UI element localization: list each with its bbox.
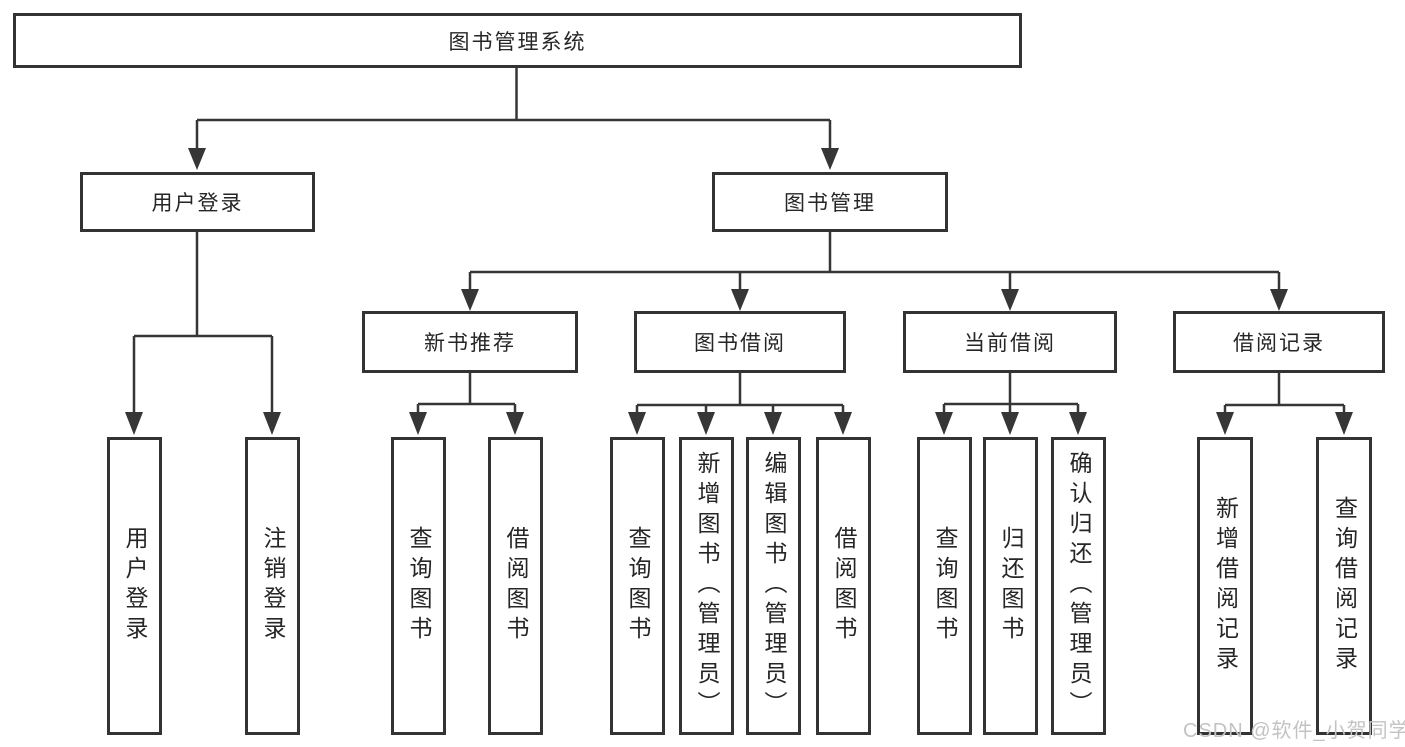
leaf-confirm-return-admin-label: 确认归还（管理员） xyxy=(1066,451,1092,721)
connector-book-borrow xyxy=(628,373,852,435)
leaf-query-borrow-record-label: 查询借阅记录 xyxy=(1331,496,1358,676)
leaf-user-login: 用户登录 xyxy=(107,437,162,735)
leaf-add-book-admin: 新增图书（管理员） xyxy=(679,437,734,735)
connector-book-management xyxy=(461,232,1288,311)
leaf-add-borrow-record: 新增借阅记录 xyxy=(1197,437,1253,735)
node-user-login: 用户登录 xyxy=(80,172,315,232)
leaf-query-books-current: 查询图书 xyxy=(917,437,972,735)
leaf-return-book-label: 归还图书 xyxy=(998,526,1024,646)
leaf-logout-login: 注销登录 xyxy=(245,437,300,735)
leaf-borrow-books-recommend: 借阅图书 xyxy=(488,437,543,735)
leaf-query-borrow-record: 查询借阅记录 xyxy=(1316,437,1372,735)
connector-current-borrow xyxy=(935,373,1087,435)
leaf-query-books-borrow-label: 查询图书 xyxy=(625,526,651,646)
node-new-book-recommend: 新书推荐 xyxy=(362,311,578,373)
node-borrow-records: 借阅记录 xyxy=(1173,311,1385,373)
leaf-borrow-books: 借阅图书 xyxy=(816,437,871,735)
csdn-watermark: CSDN @软件_小贺同学 xyxy=(1183,720,1405,742)
leaf-query-books-recommend-label: 查询图书 xyxy=(406,526,432,646)
leaf-borrow-books-recommend-label: 借阅图书 xyxy=(503,526,529,646)
node-book-borrow: 图书借阅 xyxy=(634,311,846,373)
connector-user-login xyxy=(125,232,281,435)
leaf-query-books-recommend: 查询图书 xyxy=(391,437,446,735)
connector-root xyxy=(188,68,839,170)
leaf-edit-book-admin-label: 编辑图书（管理员） xyxy=(761,451,787,721)
leaf-edit-book-admin: 编辑图书（管理员） xyxy=(746,437,801,735)
leaf-query-books-borrow: 查询图书 xyxy=(610,437,665,735)
connector-borrow-records xyxy=(1216,373,1353,435)
leaf-user-login-label: 用户登录 xyxy=(122,526,148,646)
leaf-confirm-return-admin: 确认归还（管理员） xyxy=(1051,437,1106,735)
leaf-query-books-current-label: 查询图书 xyxy=(932,526,958,646)
connector-new-book xyxy=(409,373,524,435)
node-book-management: 图书管理 xyxy=(712,172,948,232)
node-root: 图书管理系统 xyxy=(13,13,1022,68)
leaf-return-book: 归还图书 xyxy=(983,437,1038,735)
leaf-logout-login-label: 注销登录 xyxy=(260,526,286,646)
leaf-borrow-books-label: 借阅图书 xyxy=(831,526,857,646)
leaf-add-borrow-record-label: 新增借阅记录 xyxy=(1212,496,1239,676)
node-current-borrow: 当前借阅 xyxy=(903,311,1117,373)
leaf-add-book-admin-label: 新增图书（管理员） xyxy=(694,451,720,721)
